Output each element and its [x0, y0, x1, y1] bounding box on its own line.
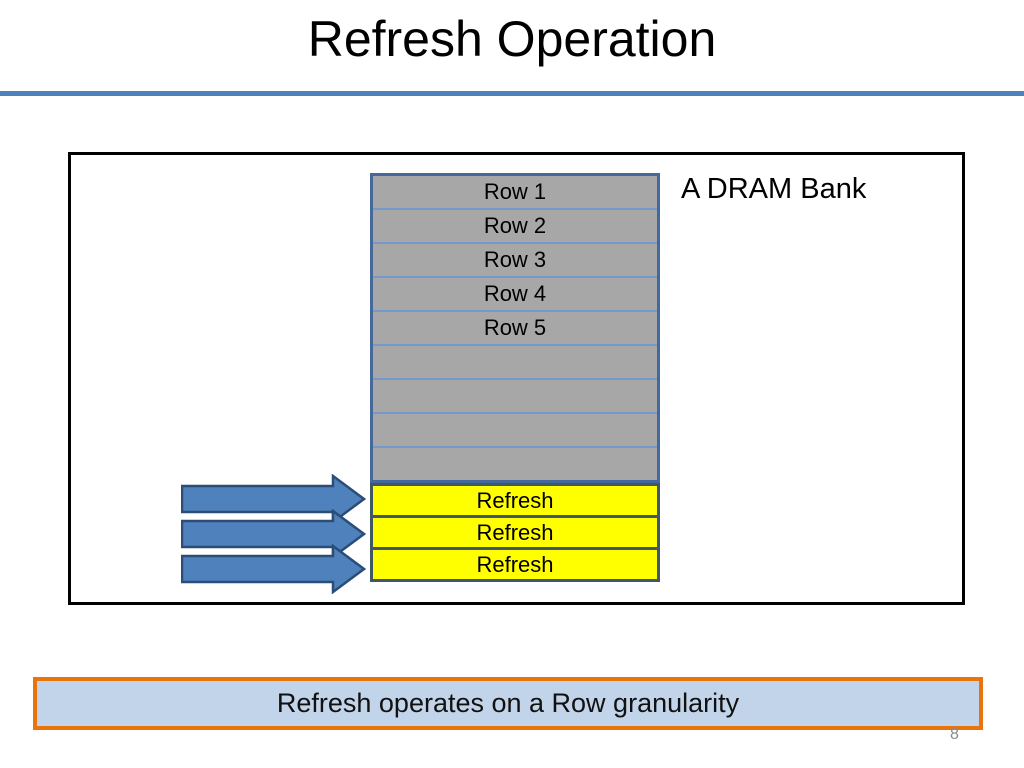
bank-row	[373, 346, 657, 380]
bank-row	[373, 380, 657, 414]
bank-row	[373, 448, 657, 480]
page-number: 8	[950, 726, 959, 743]
diagram-frame: A DRAM Bank Row 1 Row 2 Row 3 Row 4 Row 5 Re…	[68, 152, 965, 605]
bank-row-label: Row 5	[483, 315, 547, 340]
refresh-row-label: Refresh	[476, 519, 554, 545]
slide-title: Refresh Operation	[307, 11, 717, 67]
refresh-row: Refresh	[370, 547, 660, 582]
callout-box: Refresh operates on a Row granularity	[33, 677, 983, 730]
refresh-row-label: Refresh	[476, 487, 554, 513]
dram-bank-gray-section: Row 1 Row 2 Row 3 Row 4 Row 5	[370, 173, 660, 483]
refresh-row: Refresh	[370, 483, 660, 518]
refresh-arrow-icon	[181, 509, 366, 559]
bank-row	[373, 414, 657, 448]
refresh-arrow-icon	[181, 544, 366, 594]
bank-row-label: Row 3	[483, 247, 547, 272]
bank-row-label: Row 2	[483, 213, 547, 238]
refresh-arrow-icon	[181, 474, 366, 524]
bank-row: Row 4	[373, 278, 657, 312]
bank-row: Row 5	[373, 312, 657, 346]
bank-row-label: Row 1	[483, 179, 547, 204]
bank-row: Row 1	[373, 176, 657, 210]
callout-text: Refresh operates on a Row granularity	[276, 688, 740, 718]
refresh-row: Refresh	[370, 515, 660, 550]
bank-row-label: Row 4	[483, 281, 547, 306]
bank-row: Row 3	[373, 244, 657, 278]
dram-bank-label: A DRAM Bank	[681, 173, 867, 205]
refresh-row-label: Refresh	[476, 551, 554, 577]
bank-row: Row 2	[373, 210, 657, 244]
title-divider	[0, 91, 1024, 96]
